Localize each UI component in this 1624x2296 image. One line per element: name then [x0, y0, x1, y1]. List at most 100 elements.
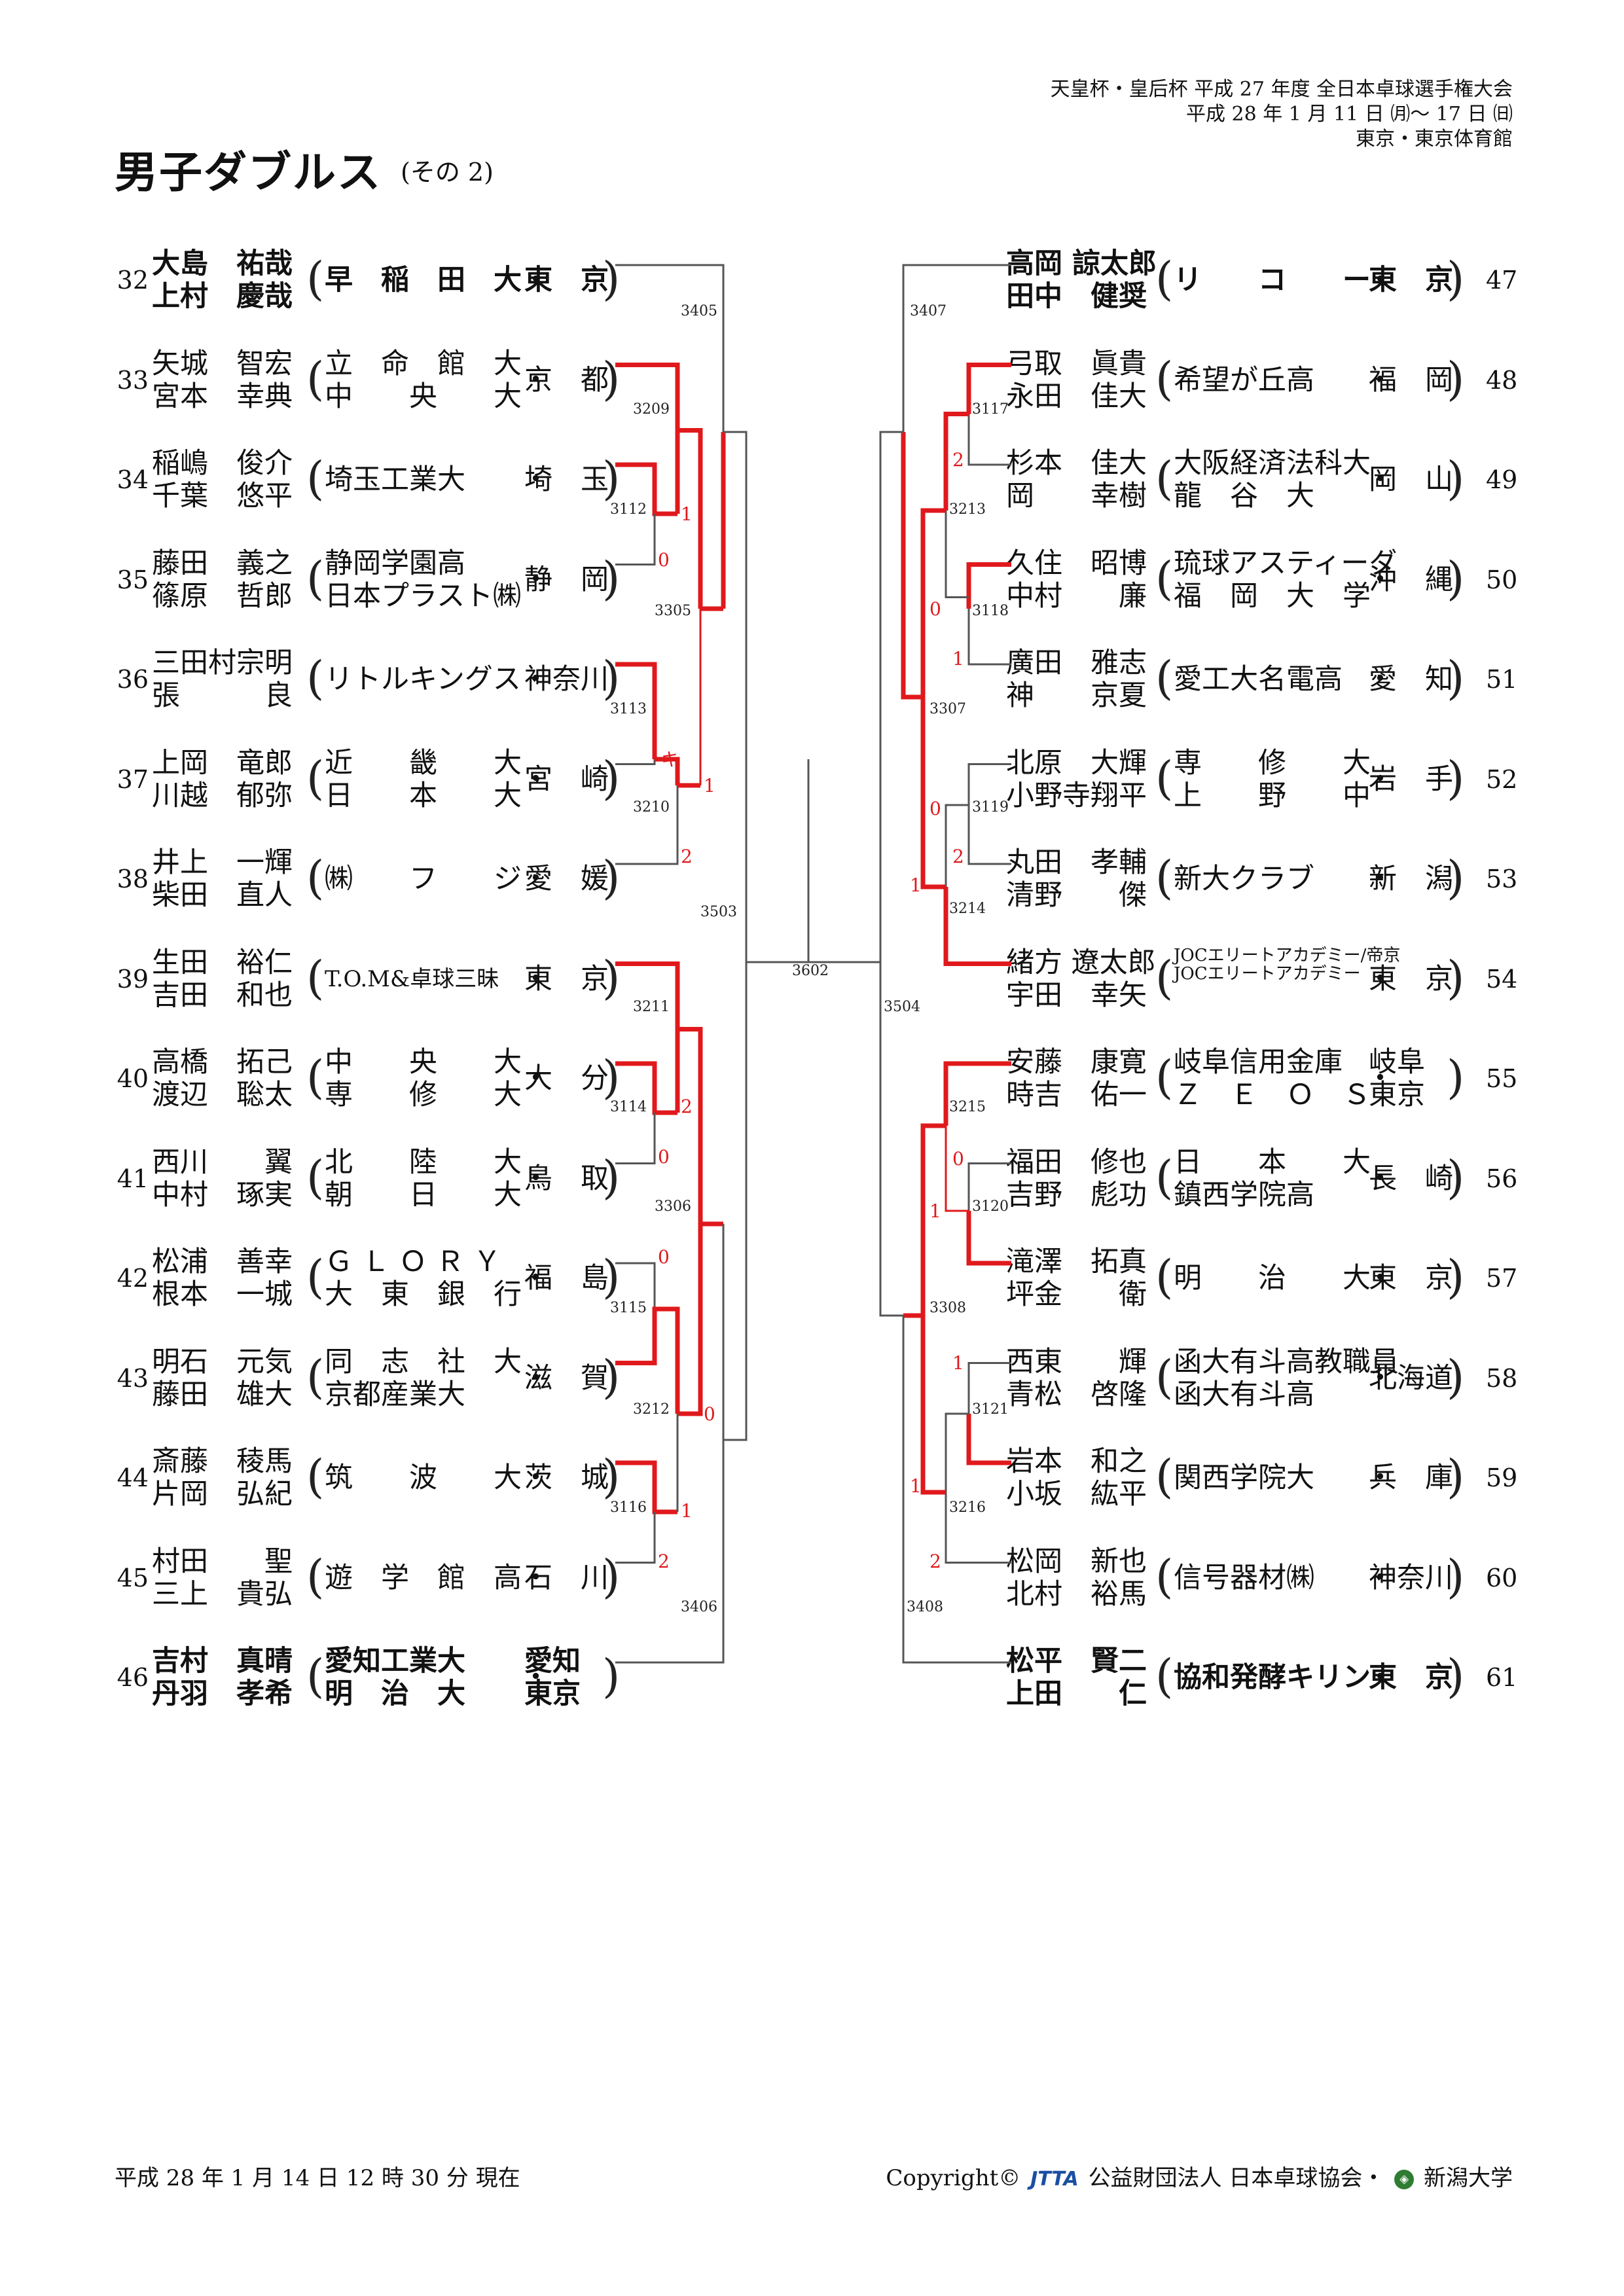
- winner-line: [615, 1460, 677, 1515]
- bracket-line: [945, 804, 969, 887]
- player-name: 松岡 新也: [1006, 1545, 1147, 1578]
- close-paren: ): [1447, 452, 1465, 505]
- open-paren: (: [1155, 1450, 1174, 1503]
- open-paren: (: [1155, 351, 1174, 406]
- player-name: 川越 郁弥: [152, 779, 293, 812]
- match-number: 3120: [972, 1198, 1009, 1215]
- entry-number: 59: [1486, 1463, 1518, 1492]
- open-paren: (: [1155, 950, 1174, 1005]
- open-paren: (: [306, 1450, 325, 1503]
- separator-dot: ・: [522, 363, 550, 397]
- prefecture: 石 川: [524, 1561, 609, 1594]
- bracket-line: [967, 414, 1011, 466]
- affiliation-line: 明 治 大: [325, 1677, 465, 1710]
- entry-number: 60: [1486, 1563, 1518, 1592]
- entry-number: 48: [1486, 365, 1518, 395]
- affiliation-line: 専 修 大: [325, 1079, 522, 1111]
- separator-dot: ・: [1366, 1462, 1394, 1494]
- affiliation-line: 京都産業大: [325, 1378, 465, 1411]
- game-score: 1: [952, 1352, 964, 1374]
- player-name: 神 京夏: [1006, 679, 1147, 712]
- game-score: 0: [929, 598, 941, 620]
- player-name: 永田 佳大: [1006, 380, 1147, 413]
- player-name: 篠原 哲郎: [152, 579, 293, 613]
- affiliation-line: 日本プラスト㈱: [325, 579, 522, 613]
- player-name: 井上 一輝: [152, 846, 293, 879]
- affiliation: 協和発酵キリン: [1174, 1661, 1371, 1694]
- player-name: 上村 慶哉: [152, 280, 293, 313]
- winner-line: [966, 1414, 1011, 1465]
- separator-dot: ・: [1366, 363, 1394, 397]
- close-paren: ): [602, 351, 621, 406]
- bracket-line: [967, 805, 1011, 865]
- affiliation-line: 信号器材㈱: [1174, 1561, 1314, 1594]
- game-score: 1: [910, 874, 922, 896]
- close-paren: ): [1447, 1549, 1465, 1604]
- prefecture: 北海道: [1369, 1361, 1453, 1395]
- player-name: 藤田 雄大: [152, 1378, 293, 1411]
- player-name: 藤田 義之: [152, 547, 293, 580]
- separator-dot: ・: [1366, 1361, 1394, 1395]
- niigata-university-logo: ◈: [1394, 2170, 1415, 2189]
- prefecture: 神奈川: [524, 663, 609, 696]
- prefecture: 静 岡: [524, 563, 609, 596]
- affiliation: 近 畿 大日 本 大: [325, 747, 522, 812]
- entry-number: 46: [117, 1663, 149, 1692]
- open-paren: (: [306, 851, 325, 905]
- bracket-line: [902, 1316, 1011, 1664]
- player-names: 稲嶋 俊介千葉 悠平: [152, 447, 293, 512]
- player-name: 上田 仁: [1006, 1677, 1147, 1710]
- match-number: 3210: [633, 799, 670, 816]
- separator-dot: ・: [1366, 563, 1394, 596]
- player-name: 明石 元気: [152, 1345, 293, 1378]
- bracket-line: [945, 511, 969, 598]
- open-paren: (: [1155, 1250, 1174, 1304]
- player-name: 宇田 幸矢: [1006, 978, 1147, 1012]
- player-names: 吉村 真晴丹羽 孝希: [152, 1645, 293, 1710]
- player-name: 杉本 佳大: [1006, 447, 1147, 480]
- affiliation: リ コ ー: [1174, 264, 1371, 296]
- close-paren: ): [1447, 950, 1465, 1005]
- prefecture: 神奈川: [1369, 1561, 1453, 1594]
- player-name: 岩本 和之: [1006, 1445, 1147, 1478]
- player-name: 渡辺 聡太: [152, 1079, 293, 1111]
- separator-dot: ・: [522, 962, 550, 996]
- close-paren: ): [1447, 851, 1465, 905]
- player-name: 田中 健奨: [1006, 280, 1147, 313]
- affiliation-line: T.O.M&卓球三昧: [325, 965, 499, 992]
- separator-dot: ・: [1366, 762, 1394, 796]
- player-name: 久住 昭博: [1006, 547, 1147, 580]
- affiliation-line: 上 野 中: [1174, 779, 1371, 812]
- open-paren: (: [1155, 1050, 1174, 1104]
- prefecture: 福 島: [524, 1262, 609, 1295]
- player-name: 宮本 幸典: [152, 380, 293, 413]
- prefecture: 長 崎: [1369, 1162, 1453, 1195]
- open-paren: (: [306, 751, 325, 805]
- winner-line: [615, 662, 657, 759]
- close-paren: ): [602, 651, 621, 705]
- affiliation-line: 埼玉工業大: [325, 463, 465, 496]
- winner-line: [943, 887, 1011, 966]
- separator-dot: ・: [1366, 962, 1394, 996]
- entry-number: 38: [117, 865, 149, 893]
- close-paren: ): [1447, 751, 1465, 805]
- prefecture: 宮 崎: [524, 762, 609, 796]
- match-number: 3115: [610, 1300, 647, 1316]
- affiliation-line: 愛工大名電高: [1174, 663, 1343, 696]
- game-score: 1: [681, 1500, 693, 1522]
- player-name: 吉野 彪功: [1006, 1178, 1147, 1211]
- close-paren: ): [1447, 1150, 1465, 1204]
- player-name: 三田村宗明: [152, 647, 293, 679]
- player-names: 西東 輝青松 啓隆: [1006, 1346, 1147, 1411]
- separator-dot: ・: [1366, 863, 1394, 895]
- close-paren: ): [1447, 1050, 1465, 1104]
- game-score: 2: [952, 846, 964, 867]
- affiliation-line: Ｚ Ｅ Ｏ Ｓ: [1174, 1079, 1371, 1111]
- player-name: 松平 賢二: [1006, 1645, 1147, 1677]
- prefecture: 東 京: [1369, 962, 1453, 996]
